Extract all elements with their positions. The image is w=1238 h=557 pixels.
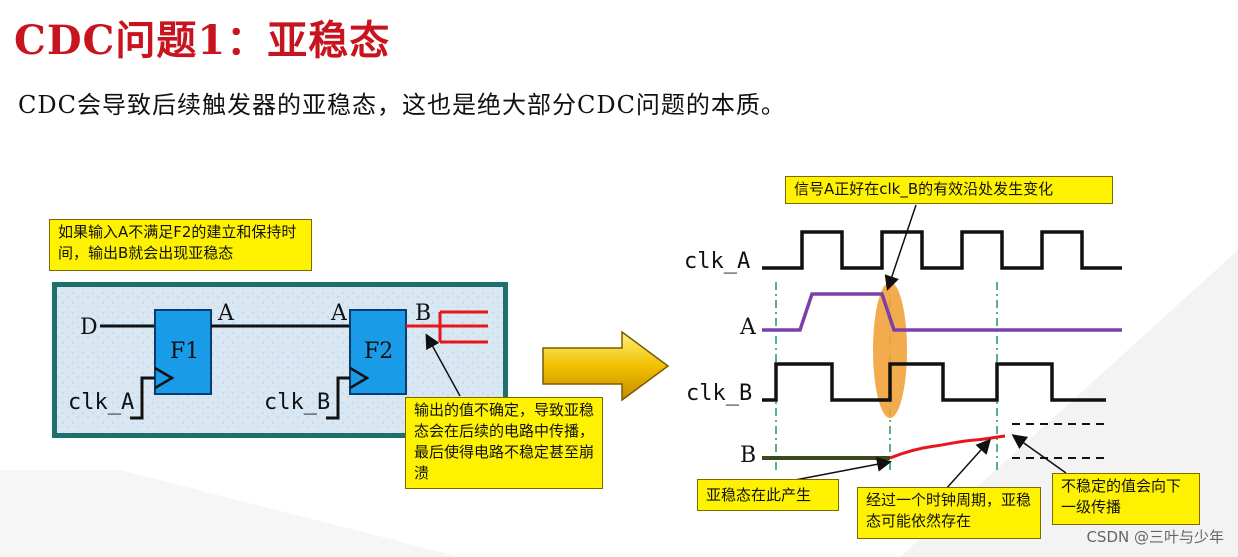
- label-a-f2: A: [330, 301, 348, 326]
- f2-clock-triangle: [349, 366, 370, 390]
- note-meta-origin: 亚稳态在此产生: [697, 479, 839, 511]
- transition-highlight: [873, 282, 907, 418]
- pointer-meta: [794, 456, 892, 481]
- pointer-edge: [884, 204, 917, 291]
- watermark: CSDN @三叶与少年: [1086, 528, 1224, 546]
- label-f2: F2: [364, 339, 393, 364]
- pointer-propagate: [1011, 434, 1067, 474]
- label-b: B: [415, 301, 431, 326]
- transition-arrow: [542, 330, 670, 402]
- label-timing-clk-b: clk_B: [686, 381, 752, 406]
- label-timing-a: A: [739, 315, 757, 340]
- flipflop-f1: [154, 309, 212, 395]
- note-setup-hold: 如果输入A不满足F2的建立和保持时间，输出B就会出现亚稳态: [49, 219, 312, 271]
- label-timing-clk-a: clk_A: [684, 249, 750, 274]
- label-timing-b: B: [740, 443, 756, 468]
- output-b-fork: [406, 310, 488, 344]
- wave-clk-b: [762, 362, 1106, 402]
- wave-a: [762, 292, 1122, 332]
- label-a-f1: A: [217, 301, 235, 326]
- page-title: CDC问题1：亚稳态: [14, 17, 391, 64]
- wire-clka: [130, 376, 155, 420]
- label-clk-a: clk_A: [68, 390, 134, 415]
- pointer-b: [425, 333, 461, 397]
- flipflop-f2: [349, 309, 407, 395]
- note-period: 经过一个时钟周期，亚稳态可能依然存在: [857, 487, 1041, 539]
- page-subtitle: CDC会导致后续触发器的亚稳态，这也是绝大部分CDC问题的本质。: [18, 91, 786, 119]
- f1-clock-triangle: [154, 366, 175, 390]
- note-edge-change: 信号A正好在clk_B的有效沿处发生变化: [785, 176, 1113, 204]
- label-clk-b: clk_B: [264, 390, 330, 415]
- note-propagate: 不稳定的值会向下一级传播: [1052, 473, 1200, 525]
- label-f1: F1: [170, 339, 199, 364]
- note-output-uncertain: 输出的值不确定，导致亚稳态会在后续的电路中传播，最后使得电路不稳定甚至崩溃: [405, 397, 603, 489]
- label-d: D: [80, 315, 98, 340]
- wave-b-meta: [889, 434, 1006, 460]
- pointer-period: [944, 438, 992, 491]
- wave-clk-a: [762, 230, 1122, 270]
- timing-diagram: clk_A A clk_B B: [684, 204, 1122, 491]
- wire-clkb: [326, 376, 350, 420]
